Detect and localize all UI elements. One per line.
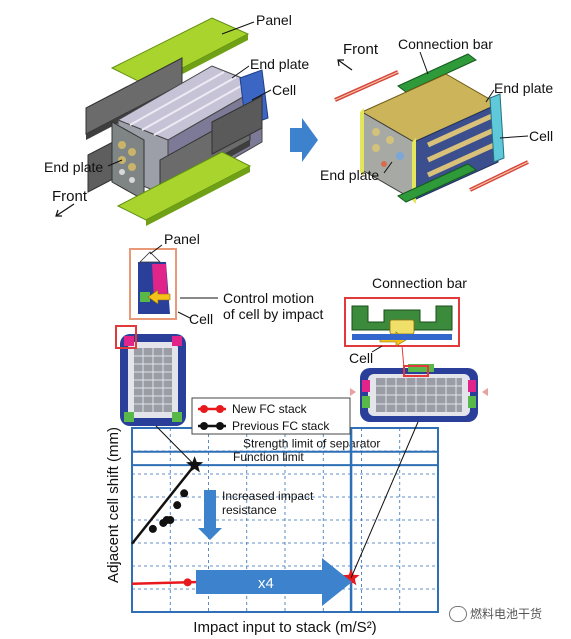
data-point	[173, 501, 182, 510]
side-panel-front	[211, 95, 263, 155]
end-plate-bottom-label: End plate	[320, 167, 380, 183]
transition-arrow	[290, 118, 318, 162]
front-label-right: Front	[343, 41, 379, 58]
front-arrow-right	[337, 59, 353, 71]
connection-bar-label-top: Connection bar	[398, 36, 493, 52]
right-detail-highlight	[403, 365, 429, 377]
chart-leader-lines	[155, 421, 419, 579]
end-plate-right-label: End plate	[494, 80, 554, 96]
impact-resistance-arrow	[198, 490, 222, 540]
front-arrow	[55, 203, 75, 217]
legend-label: New FC stack	[232, 402, 308, 416]
cell-label-top-right: Cell	[529, 128, 554, 144]
connection-bar-bottom	[397, 163, 477, 203]
x4-label: x4	[258, 575, 274, 592]
x4-arrow	[196, 558, 352, 606]
rear-end-plate-cyan	[489, 93, 505, 163]
control-motion-arrow	[147, 289, 171, 305]
cell-label-detail-left: Cell	[189, 311, 214, 327]
function-limit-label: Function limit	[233, 450, 304, 464]
legend-label: Previous FC stack	[232, 419, 330, 433]
data-point	[148, 524, 157, 533]
increased-impact-label-line1: Increased impact	[222, 489, 314, 503]
data-point	[183, 578, 192, 587]
connection-bar-top	[397, 53, 477, 93]
left-detail-highlight	[115, 325, 137, 349]
increased-impact-label-line2: resistance	[222, 503, 277, 517]
control-motion-line2: of cell by impact	[223, 306, 324, 322]
front-label-left: Front	[52, 188, 88, 205]
legend-swatch-dot	[200, 405, 208, 413]
panel-label: Panel	[256, 12, 292, 28]
leader-left	[155, 425, 195, 466]
end-plate-left-label: End plate	[44, 159, 104, 175]
legend-swatch-dot	[216, 405, 224, 413]
chart-axis-labels: Impact input to stack (m/S²) Adjacent cel…	[105, 427, 377, 636]
watermark-text: 燃料电池干货	[470, 607, 543, 621]
strength-limit-label: Strength limit of separator	[243, 437, 380, 451]
y-axis-label: Adjacent cell shift (mm)	[105, 427, 122, 583]
x-axis-label: Impact input to stack (m/S²)	[193, 619, 376, 636]
fit-line	[131, 464, 196, 545]
control-motion-line1: Control motion	[223, 290, 315, 306]
legend-swatch-dot	[200, 422, 208, 430]
limit-star	[186, 456, 204, 473]
connection-bar-label-detail: Connection bar	[372, 275, 467, 291]
end-plate-top-label: End plate	[250, 56, 310, 72]
cell-label-detail-right: Cell	[349, 350, 374, 366]
legend-swatch-dot	[216, 422, 224, 430]
data-point	[180, 489, 189, 498]
panel-label-detail: Panel	[164, 231, 200, 247]
watermark-icon	[449, 606, 467, 622]
leader-right	[350, 421, 419, 579]
cell-label-top-left: Cell	[272, 82, 297, 98]
data-point	[162, 516, 171, 524]
